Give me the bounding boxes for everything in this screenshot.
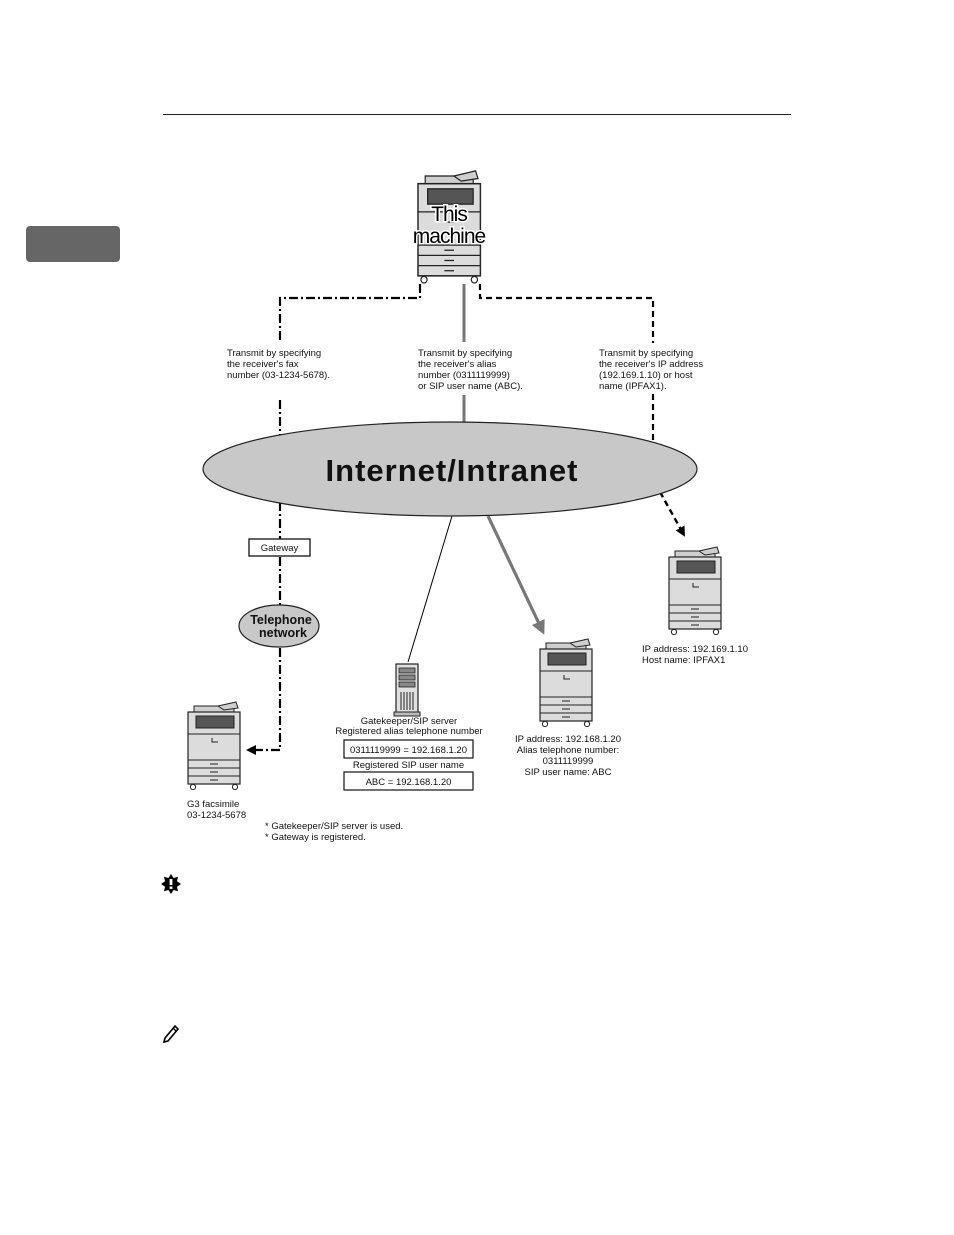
this-machine-label-1: This (431, 203, 467, 226)
telephone-network-label-2: network (259, 626, 307, 640)
svg-text:Transmit by specifying: Transmit by specifying (599, 348, 693, 359)
fax-path-line (278, 284, 422, 343)
svg-text:number (03-1234-5678).: number (03-1234-5678). (227, 370, 330, 381)
diagram-footnotes: * Gatekeeper/SIP server is used. * Gatew… (265, 821, 403, 843)
g3-facsimile-label: G3 facsimile 03-1234-5678 (187, 799, 246, 821)
gateway-box (248, 538, 311, 557)
sip-label: Registered SIP user name (353, 760, 464, 771)
svg-text:* Gateway is registered.: * Gateway is registered. (265, 832, 366, 843)
svg-text:IP address: 192.168.1.20: IP address: 192.168.1.20 (515, 734, 621, 745)
g3-facsimile-icon (187, 701, 241, 791)
svg-text:the receiver's alias: the receiver's alias (418, 359, 497, 370)
svg-text:Host name: IPFAX1: Host name: IPFAX1 (642, 655, 725, 666)
ip-path-line (478, 284, 655, 343)
svg-text:IP address: 192.169.1.10: IP address: 192.169.1.10 (642, 644, 748, 655)
svg-text:the receiver's IP address: the receiver's IP address (599, 359, 703, 370)
svg-text:number (0311119999): number (0311119999) (418, 370, 510, 381)
svg-text:0311119999: 0311119999 (543, 756, 594, 767)
server-title: Gatekeeper/SIP server Registered alias t… (335, 716, 482, 737)
svg-text:Transmit by specifying: Transmit by specifying (418, 348, 512, 359)
svg-text:the receiver's fax: the receiver's fax (227, 359, 299, 370)
ip-path-note: Transmit by specifying the receiver's IP… (599, 348, 703, 392)
svg-text:Registered alias telephone num: Registered alias telephone number (335, 726, 482, 737)
svg-text:Gatekeeper/SIP server: Gatekeeper/SIP server (361, 716, 457, 727)
header-rule (163, 114, 791, 115)
machine-right-label: IP address: 192.169.1.10 Host name: IPFA… (642, 644, 748, 666)
cloud-to-server-line (407, 515, 453, 663)
svg-text:* Gatekeeper/SIP server is use: * Gatekeeper/SIP server is used. (265, 821, 403, 832)
svg-text:or SIP user name (ABC).: or SIP user name (ABC). (418, 381, 523, 392)
svg-text:SIP user name: ABC: SIP user name: ABC (525, 767, 612, 778)
telephone-network-label-1: Telephone (250, 613, 312, 627)
machine-middle-icon (539, 638, 593, 728)
alias-entry-box (343, 739, 474, 759)
cloud-to-machine-right-arrow (658, 491, 686, 537)
phone-to-g3-line (246, 648, 282, 755)
svg-text:Transmit by specifying: Transmit by specifying (227, 348, 321, 359)
this-machine-label-2: machine (413, 225, 486, 248)
chapter-tab (26, 226, 120, 262)
fax-path-note: Transmit by specifying the receiver's fa… (227, 348, 330, 381)
alias-entry-text: 0311119999 = 192.168.1.20 (350, 745, 467, 756)
svg-text:(192.169.1.10) or host: (192.169.1.10) or host (599, 370, 693, 381)
important-icon (161, 874, 181, 894)
alias-path-note: Transmit by specifying the receiver's al… (418, 348, 523, 392)
note-icon (162, 1024, 180, 1044)
cloud-to-machine-middle-arrow (486, 515, 545, 635)
internet-cloud (202, 421, 698, 517)
telephone-network-cloud (238, 604, 320, 648)
machine-middle-label: IP address: 192.168.1.20 Alias telephone… (515, 734, 621, 778)
svg-text:G3 facsimile: G3 facsimile (187, 799, 239, 810)
internet-cloud-label: Internet/Intranet (326, 453, 579, 488)
svg-text:Alias telephone number:: Alias telephone number: (517, 745, 619, 756)
machine-right-icon (668, 546, 722, 636)
gateway-label: Gateway (261, 543, 299, 554)
sip-entry-box (343, 771, 474, 791)
sip-entry-text: ABC = 192.168.1.20 (366, 777, 452, 788)
svg-text:03-1234-5678: 03-1234-5678 (187, 810, 246, 821)
server-icon (393, 663, 421, 717)
svg-text:name (IPFAX1).: name (IPFAX1). (599, 381, 667, 392)
